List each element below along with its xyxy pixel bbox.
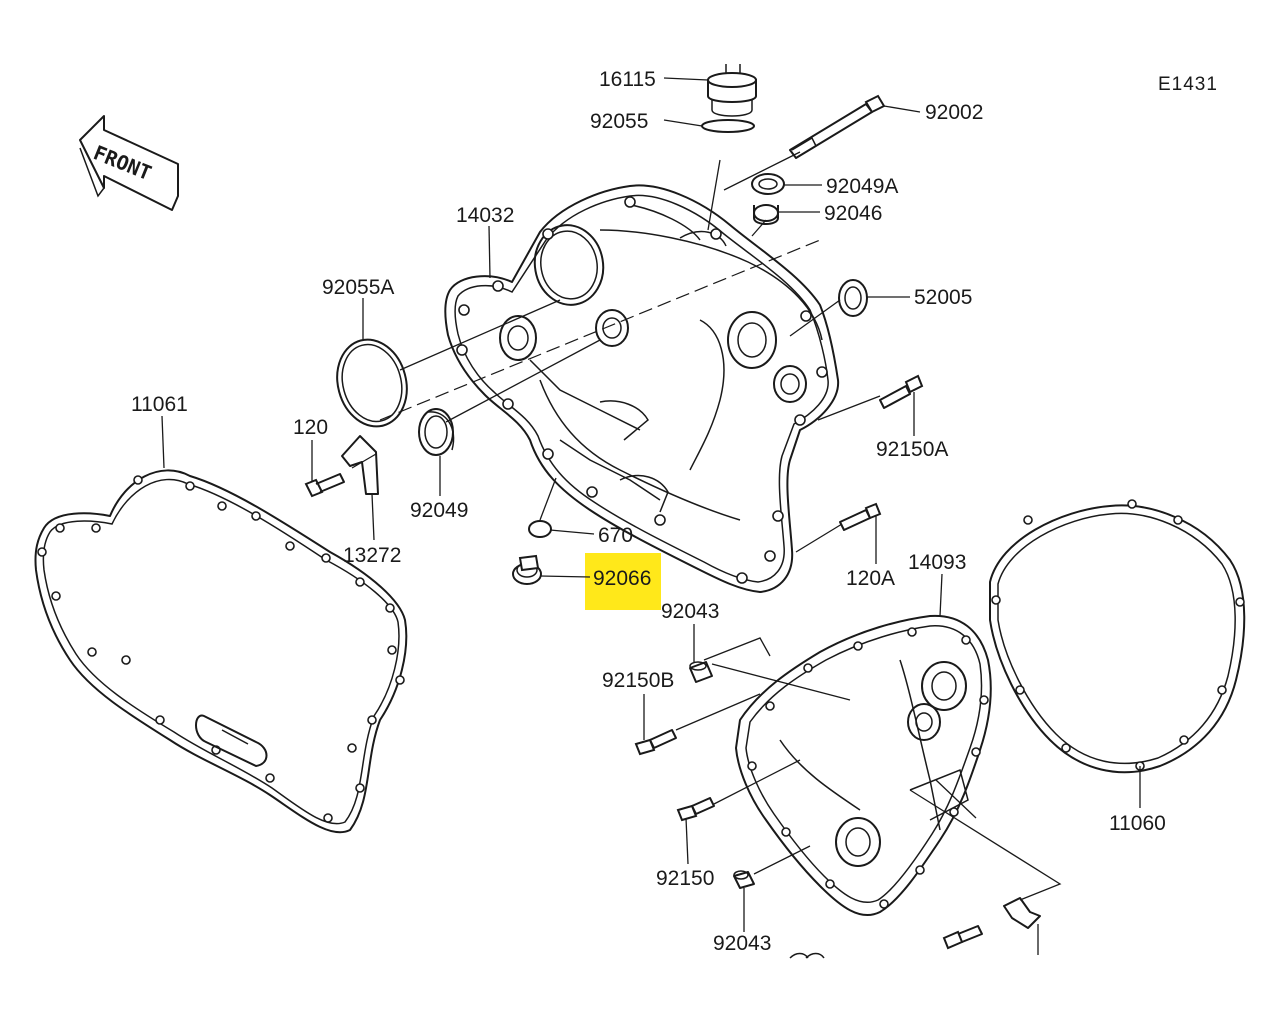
- oring-92055: [701, 119, 755, 133]
- callout-92150A: 92150A: [876, 438, 948, 461]
- oring-92055A: [336, 338, 408, 428]
- dowel-92043-lower: [733, 870, 755, 889]
- bolt-120: [304, 473, 345, 498]
- diagram-code: E1431: [1158, 74, 1218, 95]
- cap-16115: [707, 64, 757, 117]
- bolt-92150A: [879, 374, 924, 409]
- callout-92002: 92002: [925, 101, 983, 124]
- ring-670: [528, 520, 552, 538]
- bearing-92046: [753, 204, 779, 225]
- callout-11060: 11060: [1109, 812, 1166, 835]
- seal-92049: [418, 408, 455, 456]
- callout-92066: 92066: [593, 567, 651, 590]
- callout-670: 670: [598, 524, 633, 547]
- callout-14093: 14093: [908, 551, 966, 574]
- seal-52005: [838, 279, 868, 317]
- callout-52005: 52005: [914, 286, 972, 309]
- callout-92049A: 92049A: [826, 175, 898, 198]
- washer-92049A: [751, 173, 785, 195]
- callout-120: 120: [293, 416, 328, 439]
- clutch-cover-14032: [444, 184, 840, 593]
- callout-13272: 13272: [343, 544, 401, 567]
- callout-120A: 120A: [846, 567, 895, 590]
- drain-plug-92066: [512, 554, 542, 585]
- dowel-92043-upper: [689, 661, 713, 683]
- callout-92043-upper: 92043: [661, 600, 719, 623]
- callout-92055A: 92055A: [322, 276, 394, 299]
- front-arrow-icon: FRONT: [79, 115, 179, 211]
- plate-13272: [341, 435, 379, 495]
- callout-92150B: 92150B: [602, 669, 674, 692]
- cover-14093: [735, 614, 992, 917]
- bolt-92002: [789, 94, 886, 159]
- callout-92055: 92055: [590, 110, 648, 133]
- callout-11061: 11061: [131, 393, 188, 416]
- callout-14032: 14032: [456, 204, 514, 227]
- gasket-11061: [34, 469, 408, 834]
- callout-92049: 92049: [410, 499, 468, 522]
- gasket-11060: [989, 499, 1246, 774]
- bolt-92150B: [634, 729, 677, 756]
- callout-92043-lower: 92043: [713, 932, 771, 955]
- bolt-92150: [676, 797, 715, 822]
- bolt-120A: [839, 502, 882, 531]
- callout-92046: 92046: [824, 202, 882, 225]
- callout-92150: 92150: [656, 867, 714, 890]
- callout-16115: 16115: [599, 68, 656, 91]
- highlight-92066: [585, 553, 661, 610]
